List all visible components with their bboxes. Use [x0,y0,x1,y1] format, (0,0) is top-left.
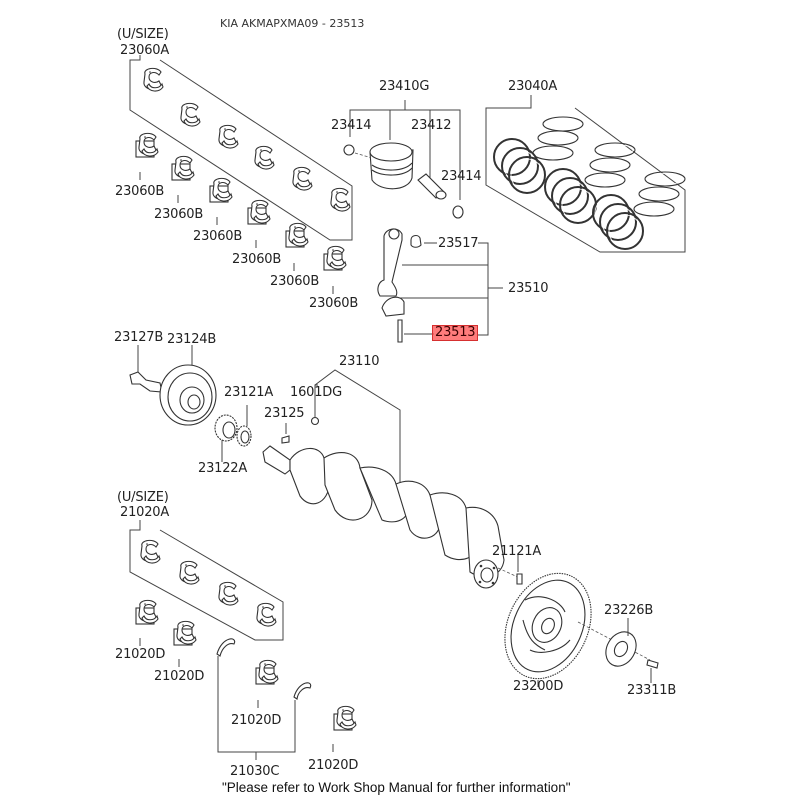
part-label-23040A[interactable]: 23040A [508,79,558,94]
piston-assembly [343,100,464,219]
part-label-23226B[interactable]: 23226B [604,603,654,618]
label-usize-lower: (U/SIZE) [117,490,169,505]
part-label-23127B[interactable]: 23127B [114,330,164,345]
part-label-23517[interactable]: 23517 [438,236,479,251]
part-label-23414[interactable]: 23414 [331,118,372,133]
part-label-23122A[interactable]: 23122A [198,461,248,476]
footer-note: "Please refer to Work Shop Manual for fu… [222,780,571,795]
part-label-23060B[interactable]: 23060B [232,252,282,267]
part-label-23510[interactable]: 23510 [508,281,549,296]
upper-bearing-kit-group [129,55,353,241]
part-label-21020A[interactable]: 21020A [120,505,170,520]
damper-pulley [129,345,217,426]
crankshaft [262,445,523,589]
connecting-rod [377,228,503,343]
part-label-23121A[interactable]: 23121A [224,385,274,400]
part-label-21030C[interactable]: 21030C [230,764,280,779]
part-label-23124B[interactable]: 23124B [167,332,217,347]
part-label-1601DG[interactable]: 1601DG [290,385,342,400]
thrust-washers [216,638,312,760]
part-label-23060B[interactable]: 23060B [115,184,165,199]
part-label-21020D[interactable]: 21020D [231,713,282,728]
part-label-23513-highlighted[interactable]: 23513 [431,325,479,341]
part-label-23060A[interactable]: 23060A [120,43,170,58]
lower-bearing-shells-23060B [136,133,346,294]
part-label-21020D[interactable]: 21020D [154,669,205,684]
part-label-23311B[interactable]: 23311B [627,683,677,698]
part-label-21020D[interactable]: 21020D [308,758,359,773]
part-label-23125[interactable]: 23125 [264,406,305,421]
part-label-23060B[interactable]: 23060B [270,274,320,289]
part-label-23200D[interactable]: 23200D [513,679,564,694]
label-usize-upper: (U/SIZE) [117,27,169,42]
part-label-21020D[interactable]: 21020D [115,647,166,662]
part-label-23410G[interactable]: 23410G [379,79,430,94]
diagram-title: KIA AKMAPXMA09 - 23513 [220,17,365,30]
part-label-21121A[interactable]: 21121A [492,544,542,559]
part-label-23414[interactable]: 23414 [441,169,482,184]
piston-ring-set [485,95,686,253]
crank-sprocket [214,369,401,485]
part-label-23060B[interactable]: 23060B [154,207,204,222]
part-label-23060B[interactable]: 23060B [193,229,243,244]
drive-plate [504,572,651,687]
part-label-23110[interactable]: 23110 [339,354,380,369]
part-label-23060B[interactable]: 23060B [309,296,359,311]
part-label-23412[interactable]: 23412 [411,118,452,133]
adapter-plate-and-bolt [605,618,659,683]
lower-bearing-kit-group [129,520,356,752]
